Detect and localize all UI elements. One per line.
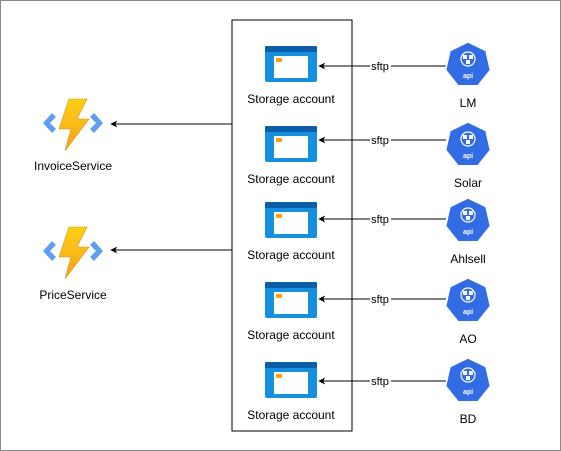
edge-label: sftp <box>371 294 389 306</box>
edge-sftp-solar[interactable]: sftp <box>318 133 446 147</box>
edge-sftp-lm[interactable]: sftp <box>318 59 446 73</box>
api-badge-label: api <box>463 309 473 316</box>
storage-account-1[interactable]: Storage account <box>247 46 335 106</box>
function-label: PriceService <box>39 288 107 302</box>
storage-account-icon <box>265 362 317 398</box>
kubernetes-api-icon: api <box>444 277 492 323</box>
storage-account-icon <box>265 126 317 162</box>
supplier-label: BD <box>460 412 477 426</box>
edge-label: sftp <box>371 376 389 388</box>
storage-account-icon <box>265 202 317 238</box>
kubernetes-api-icon: api <box>444 197 492 243</box>
storage-account-4[interactable]: Storage account <box>247 282 335 342</box>
kubernetes-api-icon: api <box>444 41 492 87</box>
edge-label: sftp <box>371 61 389 73</box>
supplier-label: AO <box>459 332 476 346</box>
supplier-label: LM <box>460 96 477 110</box>
storage-account-label: Storage account <box>247 328 335 342</box>
edge-label: sftp <box>371 214 389 226</box>
edge-sftp-bd[interactable]: sftp <box>318 374 446 388</box>
edge-sftp-ao[interactable]: sftp <box>318 292 446 306</box>
storage-account-icon <box>265 282 317 318</box>
kubernetes-api-icon: api <box>444 357 492 403</box>
api-badge-label: api <box>463 153 473 160</box>
function-label: InvoiceService <box>34 159 112 173</box>
supplier-label: Ahlsell <box>450 252 485 266</box>
storage-account-icon <box>265 46 317 82</box>
function-invoice[interactable]: InvoiceService <box>34 98 112 173</box>
supplier-label: Solar <box>454 176 482 190</box>
storage-account-5[interactable]: Storage account <box>247 362 335 422</box>
azure-function-icon <box>43 226 103 280</box>
storage-account-3[interactable]: Storage account <box>247 202 335 262</box>
kubernetes-api-icon: api <box>444 121 492 167</box>
storage-account-label: Storage account <box>247 248 335 262</box>
edge-sftp-ahlsell[interactable]: sftp <box>318 212 446 226</box>
storage-account-2[interactable]: Storage account <box>247 126 335 186</box>
azure-function-icon <box>43 98 103 152</box>
storage-account-label: Storage account <box>247 408 335 422</box>
function-price[interactable]: PriceService <box>39 226 107 302</box>
api-badge-label: api <box>463 229 473 236</box>
storage-account-label: Storage account <box>247 172 335 186</box>
edge-label: sftp <box>371 135 389 147</box>
api-badge-label: api <box>463 389 473 396</box>
api-badge-label: api <box>463 73 473 80</box>
storage-account-label: Storage account <box>247 92 335 106</box>
storage-group-container[interactable] <box>231 19 353 432</box>
